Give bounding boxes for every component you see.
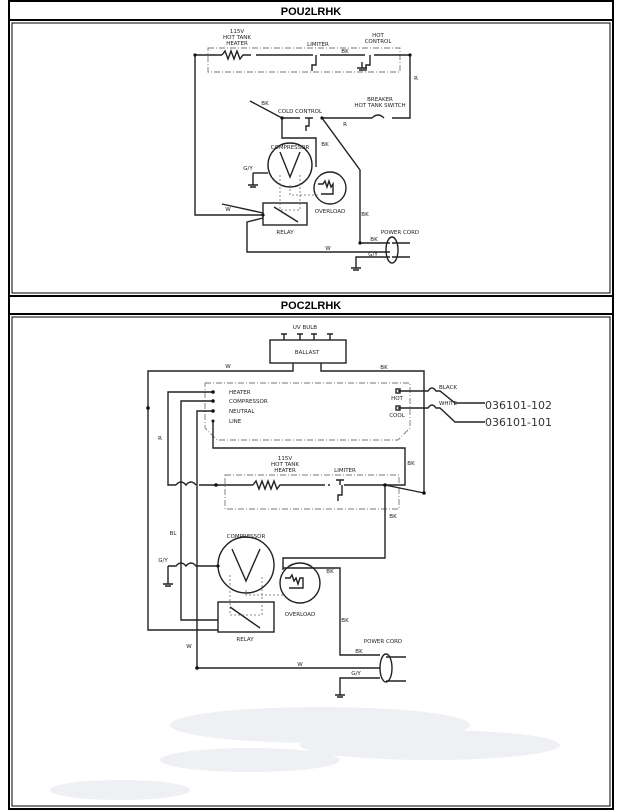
overload-icon [313,171,347,205]
relay-icon [217,601,275,633]
wire-label: R [414,76,418,82]
breaker-label: HOT TANK SWITCH [354,103,405,109]
wire-label: BK [321,142,329,148]
white-wire-label: WHITE [439,401,458,407]
heater-label: HOT TANK [271,462,299,468]
wire-label: W [225,364,231,370]
compressor-icon [217,536,275,594]
relay-label: RELAY [236,637,254,643]
limiter-label: LIMITER [307,42,329,48]
compressor-terminal-label: COMPRESSOR [229,399,268,405]
breaker-switch-icon [357,114,400,119]
smudge-marks [50,707,560,800]
panel-title-pou2lrhk: POU2LRHK [281,6,342,18]
heater-label: HEATER [226,41,248,47]
cold-control-switch-icon [282,117,313,131]
line-terminal-label: LINE [229,419,242,425]
ground-icon [163,566,173,587]
wire-label: W [325,246,331,252]
ballast-icon [269,339,347,364]
wire-label: G/Y [158,558,168,564]
heater-label: HEATER [274,468,296,474]
wire-label: BK [361,212,369,218]
wire-label: G/Y [368,252,378,258]
wire-label: BK [341,618,349,624]
limiter-label: LIMITER [334,468,356,474]
wire-label: BK [261,101,269,107]
wire-label: BK [355,649,363,655]
hot-control-label: HOT [372,33,384,39]
relay-label: RELAY [276,230,294,236]
ground-icon [357,62,367,71]
wire-label: BK [370,237,378,243]
wire-label: BK [341,49,349,55]
power-cord-label: POWER CORD [364,639,402,645]
wire-label: W [225,207,231,213]
heater-resistor-icon [221,49,251,61]
power-cord-icon [379,653,393,683]
heater-label: HOT TANK [223,35,251,41]
black-wire-label: BLACK [439,385,457,391]
wire-label: W [297,662,303,668]
wire-label: G/Y [351,671,361,677]
overload-icon [279,562,321,604]
wire-label: G/Y [243,166,253,172]
hot-control-label: CONTROL [365,39,393,45]
uv-bulb-icon [281,333,333,340]
wire-label: BK [380,365,388,371]
heater-terminal-label: HEATER [229,390,251,396]
ground-icon [335,694,345,698]
page-frame [8,0,614,810]
ground-icon [248,173,258,188]
wire-label: W [186,644,192,650]
cold-control-label: COLD CONTROL [278,109,323,115]
uv-bulb-label: UV BULB [293,325,317,331]
ground-icon [351,267,361,271]
heater-label: 115V [230,29,244,35]
overload-label: OVERLOAD [285,612,315,618]
part-number-label: 036101-102 [485,399,552,412]
heater-resistor-icon [252,479,325,491]
breaker-label: BREAKER [367,97,393,103]
diagram-poc2lrhk: UV BULB BALLAST W BK HEATER COMPRESSOR N… [146,325,552,698]
wire-label: BK [326,569,334,575]
wire-label: BL [170,531,178,537]
wire-label: R [158,436,162,442]
diagram-pou2lrhk: 115V HOT TANK HEATER LIMITER HOT CONTROL… [193,29,419,271]
panel-title-poc2lrhk: POC2LRHK [281,300,342,312]
overload-label: OVERLOAD [315,209,345,215]
hot-terminal-label: HOT [391,396,403,402]
wire-label: BK [407,461,415,467]
heater-label: 115V [278,456,292,462]
ballast-label: BALLAST [295,350,320,356]
wire-label: BK [389,514,397,520]
power-cord-label: POWER CORD [381,230,419,236]
wire-label: R [343,122,347,128]
part-number-label: 036101-101 [485,416,552,429]
cool-terminal-label: COOL [389,413,405,419]
neutral-terminal-label: NEUTRAL [229,409,255,415]
limiter-switch-icon [328,479,385,501]
compressor-label: COMPRESSOR [227,534,266,540]
power-cord-icon [385,236,399,264]
limiter-switch-icon [305,54,332,71]
compressor-label: COMPRESSOR [271,145,310,151]
